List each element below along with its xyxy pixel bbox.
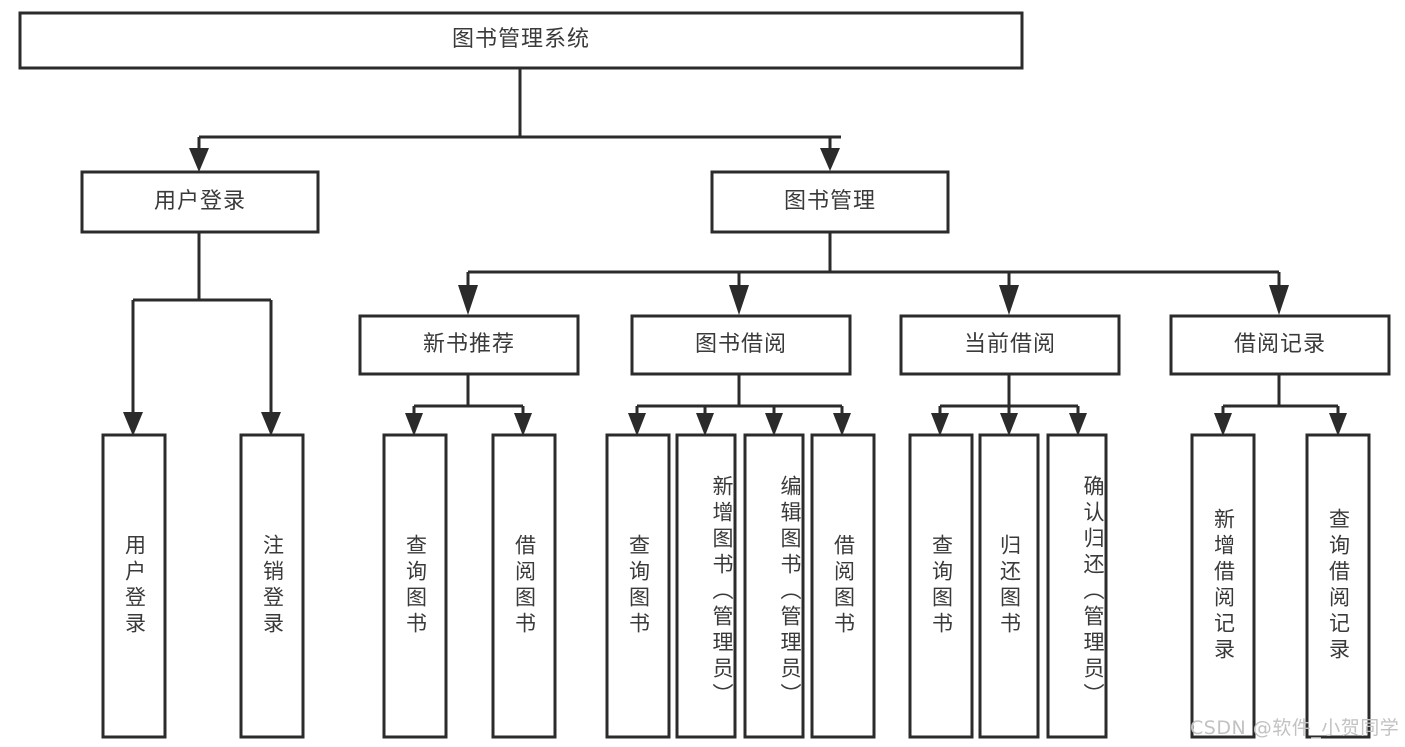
arrow-heads [123, 148, 1347, 436]
node-box-leaf-borrow-book-1[interactable] [491, 433, 557, 739]
node-box-borrow-record[interactable] [1169, 314, 1391, 376]
node-box-user-login[interactable] [80, 170, 320, 234]
node-box-leaf-query-record[interactable] [1305, 433, 1371, 739]
node-box-leaf-borrow-book-2[interactable] [810, 433, 876, 739]
node-box-leaf-add-book[interactable] [675, 433, 737, 739]
node-box-leaf-confirm-return[interactable] [1046, 433, 1108, 739]
node-box-leaf-query-book-2[interactable] [605, 433, 671, 739]
node-box-book-borrow[interactable] [630, 314, 852, 376]
node-box-root[interactable] [18, 11, 1024, 70]
node-box-leaf-user-login[interactable] [101, 433, 167, 739]
node-box-book-manage[interactable] [710, 170, 950, 234]
node-box-new-book-rec[interactable] [358, 314, 580, 376]
node-box-leaf-return-book[interactable] [978, 433, 1040, 739]
node-boxes [18, 11, 1391, 739]
csdn-watermark: CSDN @软件_小贺同学 [1190, 717, 1400, 739]
node-box-leaf-query-book-3[interactable] [908, 433, 974, 739]
node-box-leaf-logout[interactable] [239, 433, 305, 739]
node-box-leaf-edit-book[interactable] [743, 433, 805, 739]
node-box-leaf-add-record[interactable] [1190, 433, 1256, 739]
node-box-leaf-query-book-1[interactable] [382, 433, 448, 739]
node-box-current-borrow[interactable] [899, 314, 1121, 376]
